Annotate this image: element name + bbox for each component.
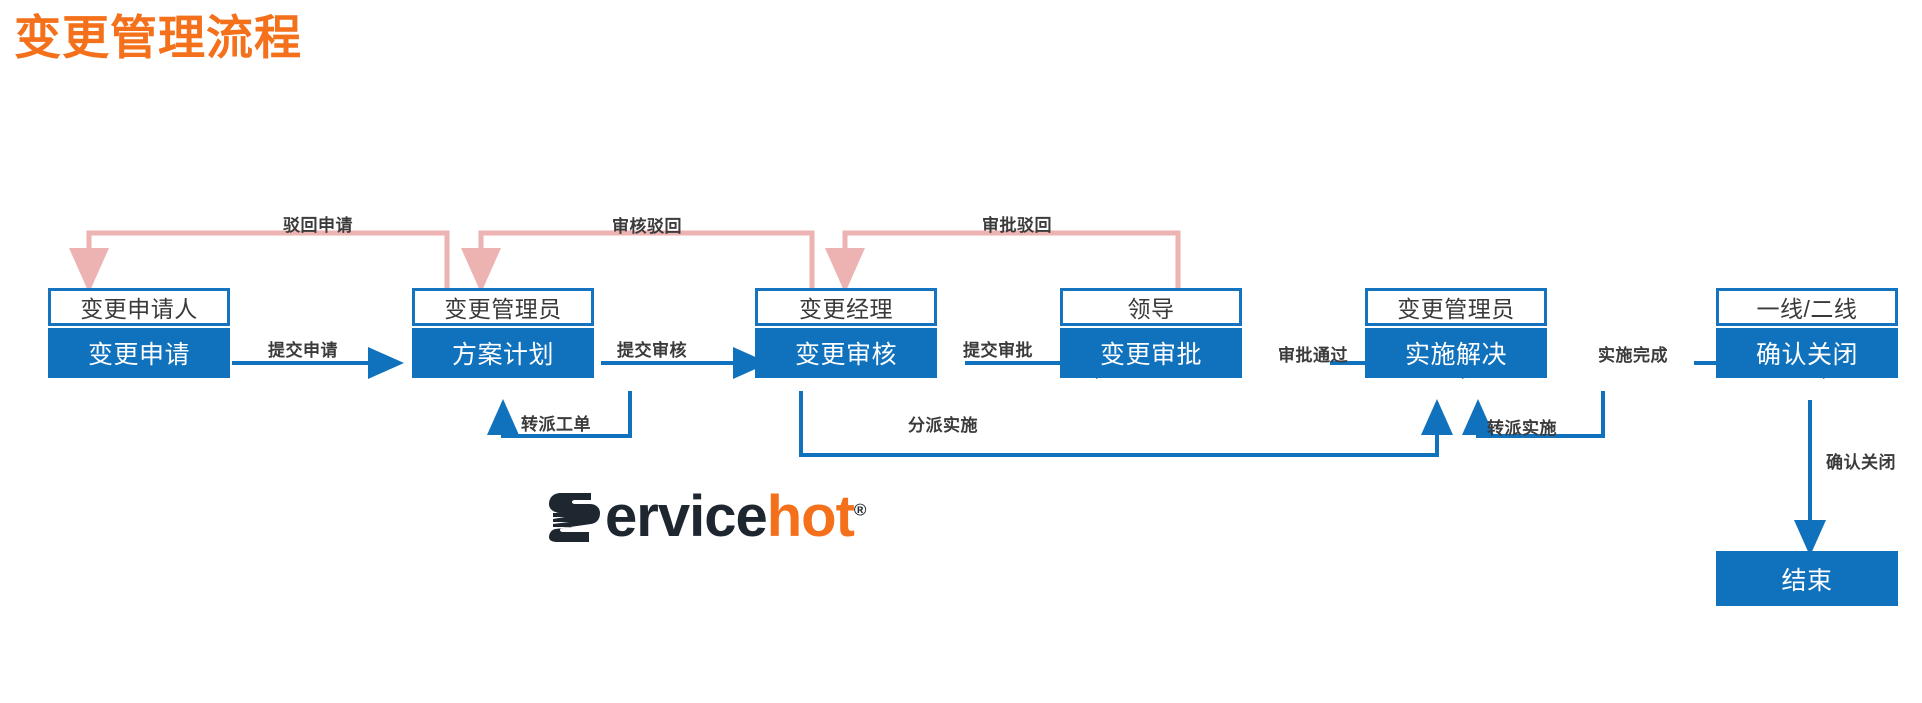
node-stage-label: 变更审批 bbox=[1060, 328, 1242, 378]
edge-label-submit-request: 提交申请 bbox=[268, 341, 338, 360]
node-manager2[interactable]: 变更管理员 实施解决 bbox=[1365, 288, 1547, 378]
node-role-label: 一线/二线 bbox=[1716, 288, 1898, 326]
edge-label-reassign-ticket: 转派工单 bbox=[521, 415, 591, 434]
logo-word-dark: ervice bbox=[605, 484, 768, 549]
node-stage-label: 确认关闭 bbox=[1716, 328, 1898, 378]
edge-label-submit-review: 提交审核 bbox=[617, 341, 687, 360]
node-leader[interactable]: 领导 变更审批 bbox=[1060, 288, 1242, 378]
edge-label-reject-review: 审核驳回 bbox=[612, 217, 682, 236]
node-role-label: 变更经理 bbox=[755, 288, 937, 326]
node-manager1[interactable]: 变更管理员 方案计划 bbox=[412, 288, 594, 378]
page-title: 变更管理流程 bbox=[14, 11, 302, 64]
edge-label-reassign-impl: 转派实施 bbox=[1487, 419, 1557, 438]
edge-label-reject-request: 驳回申请 bbox=[283, 216, 353, 235]
node-change-manager[interactable]: 变更经理 变更审核 bbox=[755, 288, 937, 378]
edge-reject-approval bbox=[825, 230, 1181, 293]
edge-label-implement-done: 实施完成 bbox=[1598, 346, 1668, 365]
node-stage-label: 变更申请 bbox=[48, 328, 230, 378]
edge-label-submit-approval: 提交审批 bbox=[963, 341, 1033, 360]
node-role-label: 变更管理员 bbox=[412, 288, 594, 326]
edge-reject-request bbox=[69, 230, 450, 293]
edge-assign-implement bbox=[799, 391, 1453, 457]
node-stage-label: 变更审核 bbox=[755, 328, 937, 378]
servicehot-s-mark bbox=[545, 489, 603, 545]
servicehot-wordmark: ervicehot® bbox=[605, 488, 866, 546]
edge-label-reject-approval: 审批驳回 bbox=[982, 216, 1052, 235]
registered-mark-icon: ® bbox=[853, 500, 866, 520]
node-end[interactable]: 结束 bbox=[1716, 551, 1898, 606]
node-role-label: 变更管理员 bbox=[1365, 288, 1547, 326]
logo-word-orange: hot bbox=[766, 484, 855, 549]
node-stage-label: 方案计划 bbox=[412, 328, 594, 378]
edge-reject-review bbox=[461, 230, 815, 293]
edge-label-assign-implement: 分派实施 bbox=[908, 416, 978, 435]
node-stage-label: 结束 bbox=[1716, 551, 1898, 606]
node-role-label: 变更申请人 bbox=[48, 288, 230, 326]
node-stage-label: 实施解决 bbox=[1365, 328, 1547, 378]
edge-label-confirm-close: 确认关闭 bbox=[1826, 453, 1896, 472]
edge-label-approval-passed: 审批通过 bbox=[1278, 346, 1348, 365]
node-role-label: 领导 bbox=[1060, 288, 1242, 326]
node-frontline[interactable]: 一线/二线 确认关闭 bbox=[1716, 288, 1898, 378]
servicehot-logo: ervicehot® bbox=[545, 485, 866, 549]
node-applicant[interactable]: 变更申请人 变更申请 bbox=[48, 288, 230, 378]
